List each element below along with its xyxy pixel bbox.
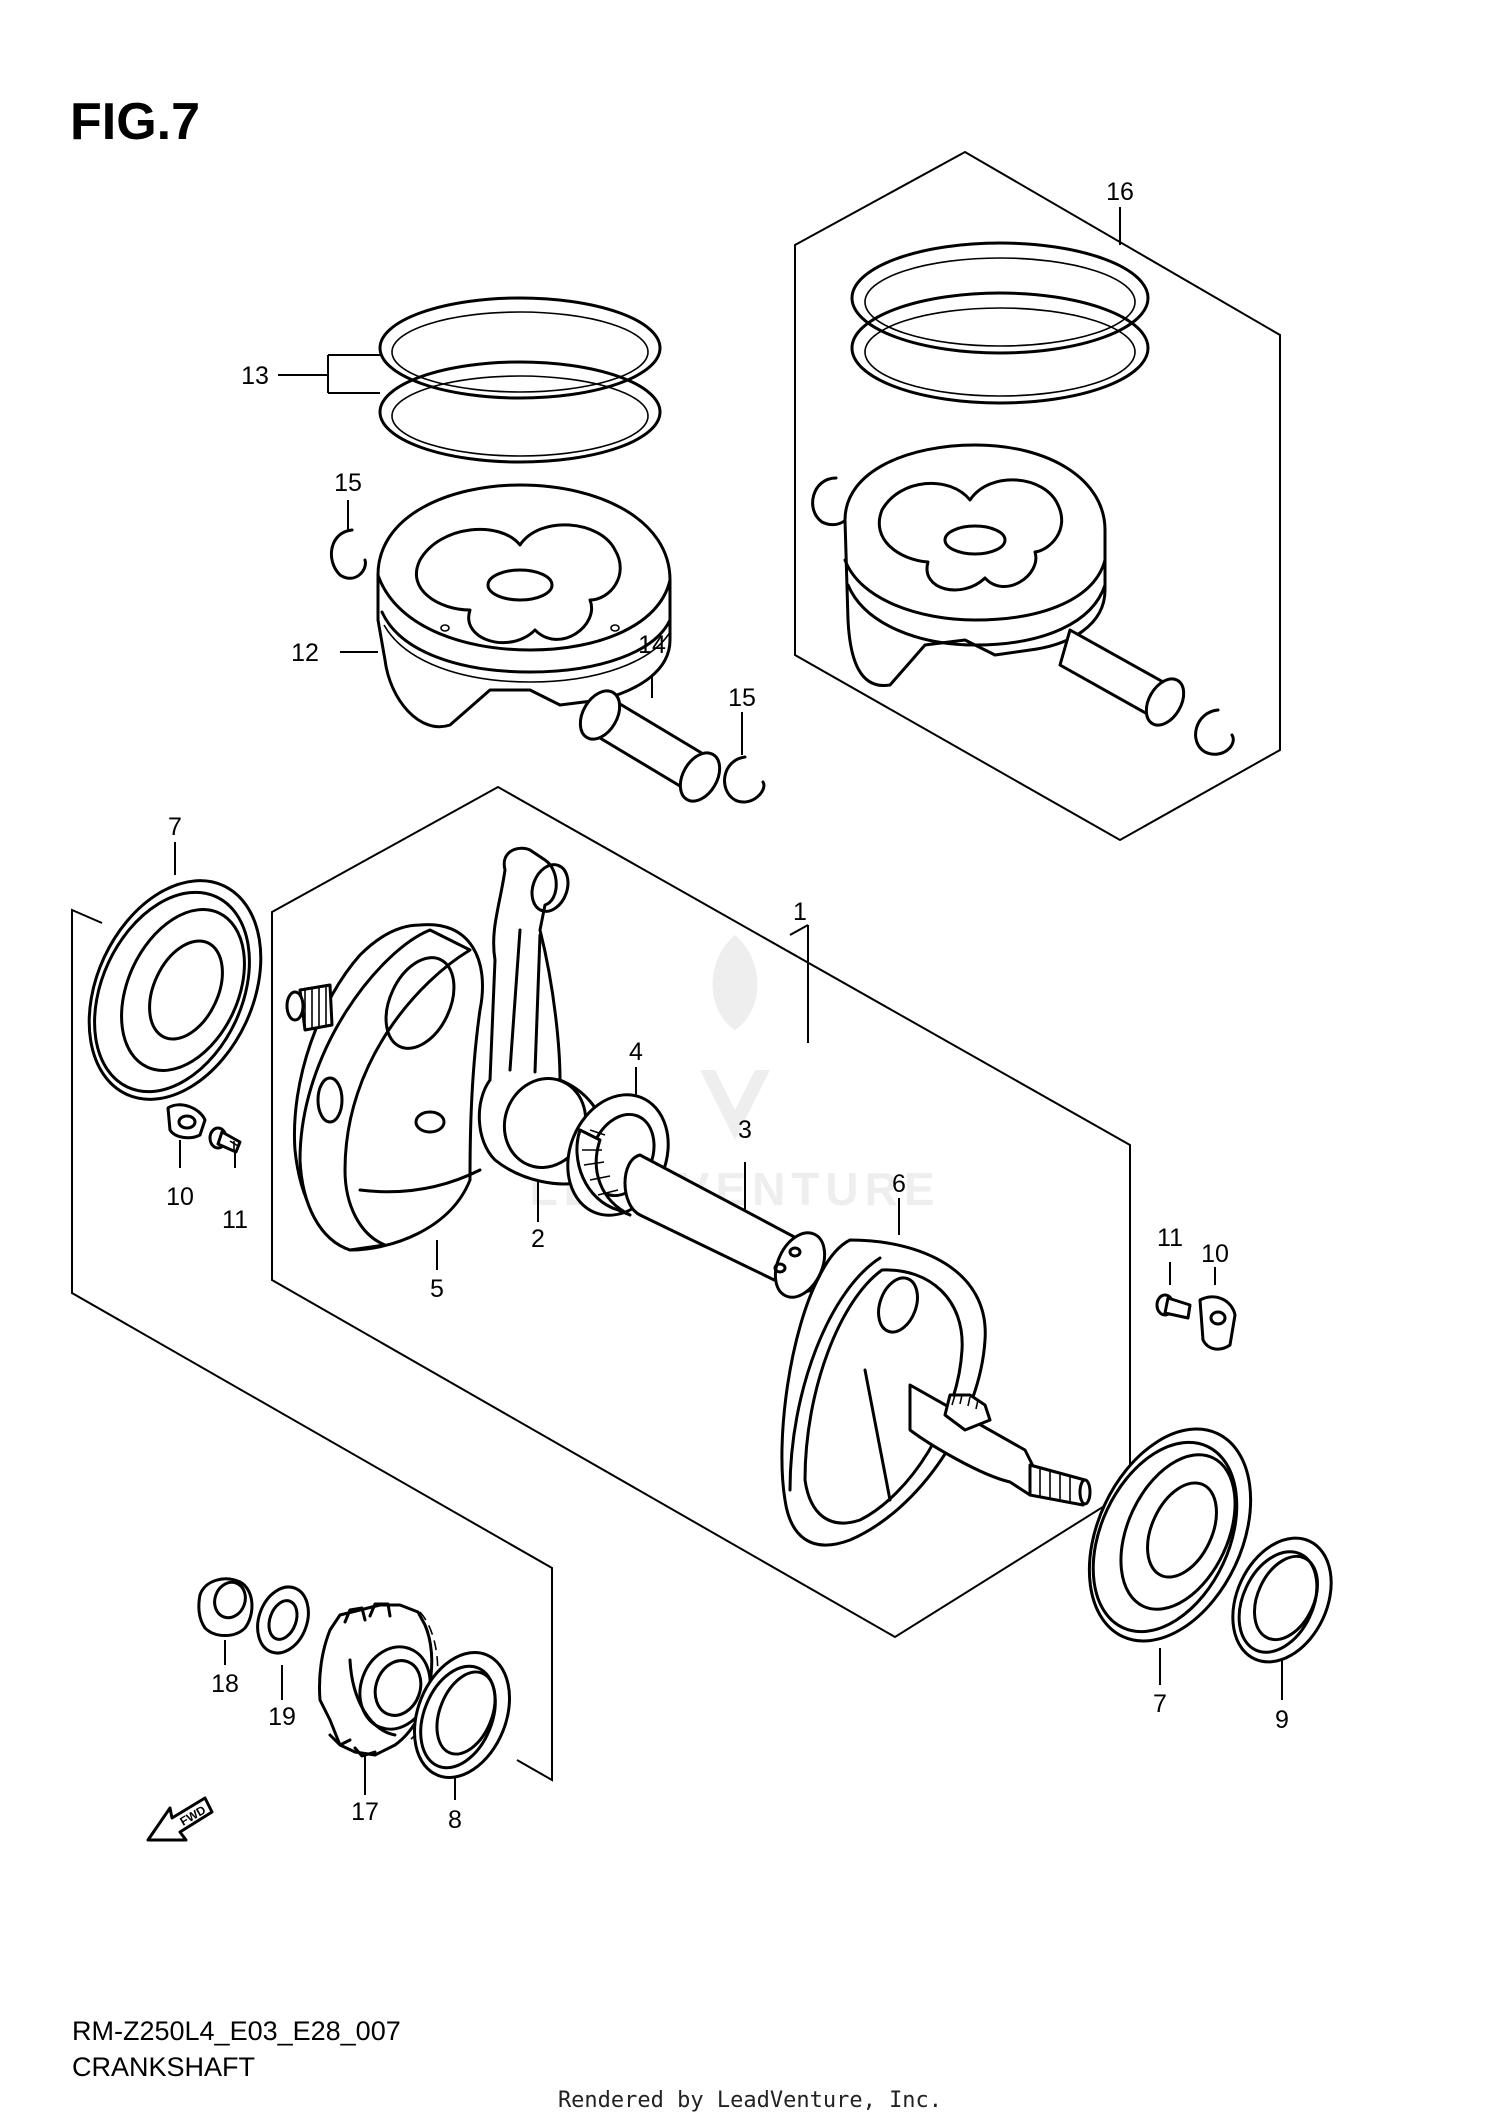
callout-13: 13 <box>241 362 269 390</box>
callout-12: 12 <box>291 639 319 667</box>
screw-part-11-left <box>208 1126 242 1154</box>
callout-5: 5 <box>430 1275 444 1303</box>
crank-web-part-6 <box>780 1238 1092 1547</box>
callout-4: 4 <box>629 1038 643 1066</box>
oil-seal-part-8 <box>412 1651 512 1779</box>
callout-6: 6 <box>892 1170 906 1198</box>
lock-plate-part-10-left <box>166 1103 207 1140</box>
crank-set-boundary <box>71 908 553 1782</box>
callout-15-bottom: 15 <box>728 684 756 712</box>
lock-plate-hole-right <box>1209 1310 1227 1326</box>
callout-9: 9 <box>1275 1706 1289 1734</box>
piston-set-part-16 <box>811 241 1235 756</box>
callout-1: 1 <box>793 898 807 926</box>
lock-plate-hole-left <box>177 1114 197 1130</box>
oil-seal-part-9 <box>1231 1536 1333 1664</box>
piston-assembly-boundary <box>794 150 1281 842</box>
forward-direction-arrow: FWD <box>146 1796 214 1842</box>
callout-7-right: 7 <box>1153 1690 1167 1718</box>
bearing-part-7-left <box>87 879 263 1101</box>
gear-part-17 <box>318 1602 439 1758</box>
nut-part-18 <box>197 1577 254 1637</box>
crank-web-part-5 <box>285 923 484 1252</box>
callout-16: 16 <box>1106 178 1134 206</box>
screw-part-11-right <box>1155 1293 1192 1320</box>
diagram-name: CRANKSHAFT <box>72 2052 256 2082</box>
callout-19: 19 <box>268 1703 296 1731</box>
diagram-code: RM-Z250L4_E03_E28_007 <box>72 2016 401 2046</box>
callout-10-left: 10 <box>166 1183 194 1211</box>
piston-pin-part-14 <box>578 689 722 803</box>
callout-11-right: 11 <box>1157 1224 1183 1252</box>
circlip-part-15-right <box>723 755 766 804</box>
callout-labels: 1 2 3 4 5 6 7 7 8 9 10 10 11 11 12 13 14… <box>166 178 1289 1834</box>
bearing-part-7-right <box>1087 1427 1253 1643</box>
callout-7-left: 7 <box>168 813 182 841</box>
callout-11-left: 11 <box>222 1206 248 1234</box>
washer-part-19 <box>256 1585 310 1655</box>
callout-8: 8 <box>448 1806 462 1834</box>
piston-rings-part-13 <box>378 296 662 464</box>
render-credit: Rendered by LeadVenture, Inc. <box>557 2088 943 2113</box>
piston-part-12 <box>376 483 672 729</box>
crank-pin-part-3 <box>623 1153 827 1299</box>
callout-3: 3 <box>738 1116 752 1144</box>
callout-17: 17 <box>351 1798 379 1826</box>
callout-14: 14 <box>638 631 666 659</box>
callout-15-top: 15 <box>334 469 362 497</box>
circlip-part-15-left <box>330 528 367 580</box>
callout-18: 18 <box>211 1670 239 1698</box>
figure-title: FIG.7 <box>70 93 201 151</box>
callout-10-right: 10 <box>1201 1240 1229 1268</box>
callout-2: 2 <box>531 1225 545 1253</box>
